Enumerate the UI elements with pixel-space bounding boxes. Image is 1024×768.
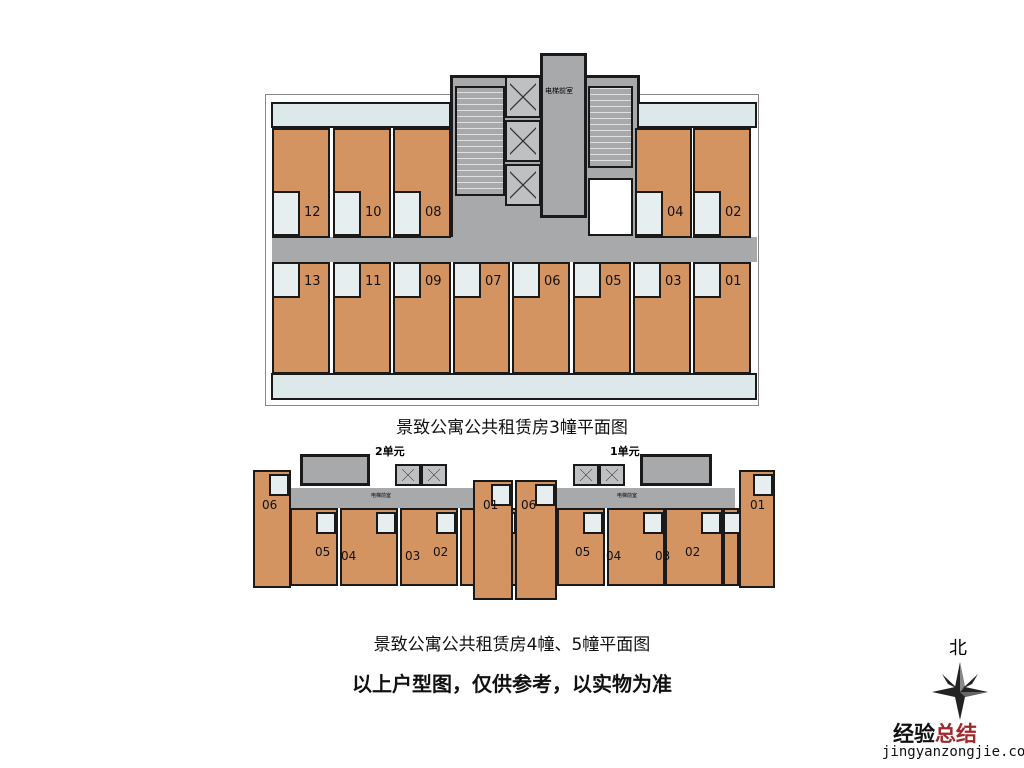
stair-core	[300, 454, 370, 486]
bathroom	[333, 191, 361, 236]
balcony	[271, 102, 451, 128]
unit-number: 08	[425, 205, 442, 220]
corridor: 电梯前室	[535, 488, 735, 508]
elevator-shaft	[573, 464, 599, 486]
unit-number: 09	[425, 274, 442, 289]
lobby-label: 电梯前室	[617, 493, 638, 499]
corridor: 电梯前室	[285, 488, 475, 508]
bathroom	[643, 512, 663, 534]
unit-number: 01	[483, 498, 499, 512]
unit-number: 04	[667, 205, 684, 220]
unit-number: 06	[544, 274, 561, 289]
watermark-url: jingyanzongjie.com	[882, 744, 1024, 760]
balcony	[271, 373, 757, 400]
apartment-unit	[693, 262, 751, 374]
unit-number: 04	[341, 549, 357, 563]
bathroom	[393, 191, 421, 236]
elevator-lobby: 电梯前室	[540, 53, 587, 218]
unit-number: 04	[606, 549, 622, 563]
apartment-unit	[393, 128, 451, 238]
building3-caption: 景致公寓公共租赁房3幢平面图	[396, 418, 628, 438]
watermark-text-b: 总结	[935, 722, 977, 746]
unit2-label: 2单元	[375, 445, 405, 458]
lobby-label: 电梯前室	[371, 493, 392, 499]
unit-number: 03	[405, 549, 421, 563]
unit1-label: 1单元	[610, 445, 640, 458]
building3-plan: 电梯前室 12 10 08 04 02 13 11 09 07 06 05 03 01	[263, 50, 763, 410]
stairwell	[588, 86, 633, 168]
elevator-shaft	[505, 120, 541, 162]
stair-core	[640, 454, 712, 486]
building45-caption: 景致公寓公共租赁房4幢、5幢平面图	[373, 635, 651, 655]
elevator-shaft	[421, 464, 447, 486]
bathroom	[573, 262, 601, 298]
bathroom	[693, 262, 721, 298]
unit-number: 06	[262, 498, 278, 512]
elevator-shaft	[395, 464, 421, 486]
unit-number: 12	[304, 205, 321, 220]
bathroom	[512, 262, 540, 298]
elevator-shaft	[505, 164, 541, 206]
unit-number: 11	[365, 274, 382, 289]
bathroom	[333, 262, 361, 298]
bathroom	[535, 484, 555, 506]
north-label: 北	[949, 638, 967, 659]
bathroom	[693, 191, 721, 236]
stairwell	[455, 86, 505, 196]
bathroom	[635, 191, 663, 236]
bathroom	[583, 512, 603, 534]
unit-number: 03	[655, 549, 671, 563]
bathroom	[453, 262, 481, 298]
unit-number: 02	[725, 205, 742, 220]
bathroom	[269, 474, 289, 496]
bathroom	[491, 484, 511, 506]
elevator-shaft	[505, 76, 541, 118]
bathroom	[393, 262, 421, 298]
unit-number: 07	[485, 274, 502, 289]
unit-number: 05	[315, 545, 331, 559]
balcony	[637, 102, 757, 128]
unit-number: 03	[665, 274, 682, 289]
bathroom	[272, 262, 300, 298]
unit-number: 02	[433, 545, 449, 559]
bathroom	[753, 474, 773, 496]
unit-number: 02	[685, 545, 701, 559]
bathroom	[436, 512, 456, 534]
elevator-lobby-label: 电梯前室	[545, 87, 573, 95]
unit-number: 05	[575, 545, 591, 559]
unit-number: 05	[605, 274, 622, 289]
bathroom	[701, 512, 721, 534]
compass-star-icon	[932, 662, 988, 720]
unit-number: 06	[521, 498, 537, 512]
watermark-logo: 经验总结	[893, 718, 977, 748]
bathroom	[633, 262, 661, 298]
unit-number: 01	[750, 498, 766, 512]
shaft-room	[588, 178, 633, 236]
unit-number: 01	[725, 274, 742, 289]
unit-number: 10	[365, 205, 382, 220]
elevator-shaft	[599, 464, 625, 486]
watermark-text-a: 经验	[893, 722, 935, 746]
bathroom	[272, 191, 300, 236]
corridor	[272, 237, 757, 262]
apartment-unit	[333, 128, 391, 238]
unit-number: 13	[304, 274, 321, 289]
bathroom	[316, 512, 336, 534]
bathroom	[376, 512, 396, 534]
building45-plan: 2单元 1单元 电梯前室 电梯前室 06 05 04 03 02 01 06 05 04 03 02…	[245, 440, 780, 610]
disclaimer: 以上户型图，仅供参考，以实物为准	[352, 672, 672, 696]
